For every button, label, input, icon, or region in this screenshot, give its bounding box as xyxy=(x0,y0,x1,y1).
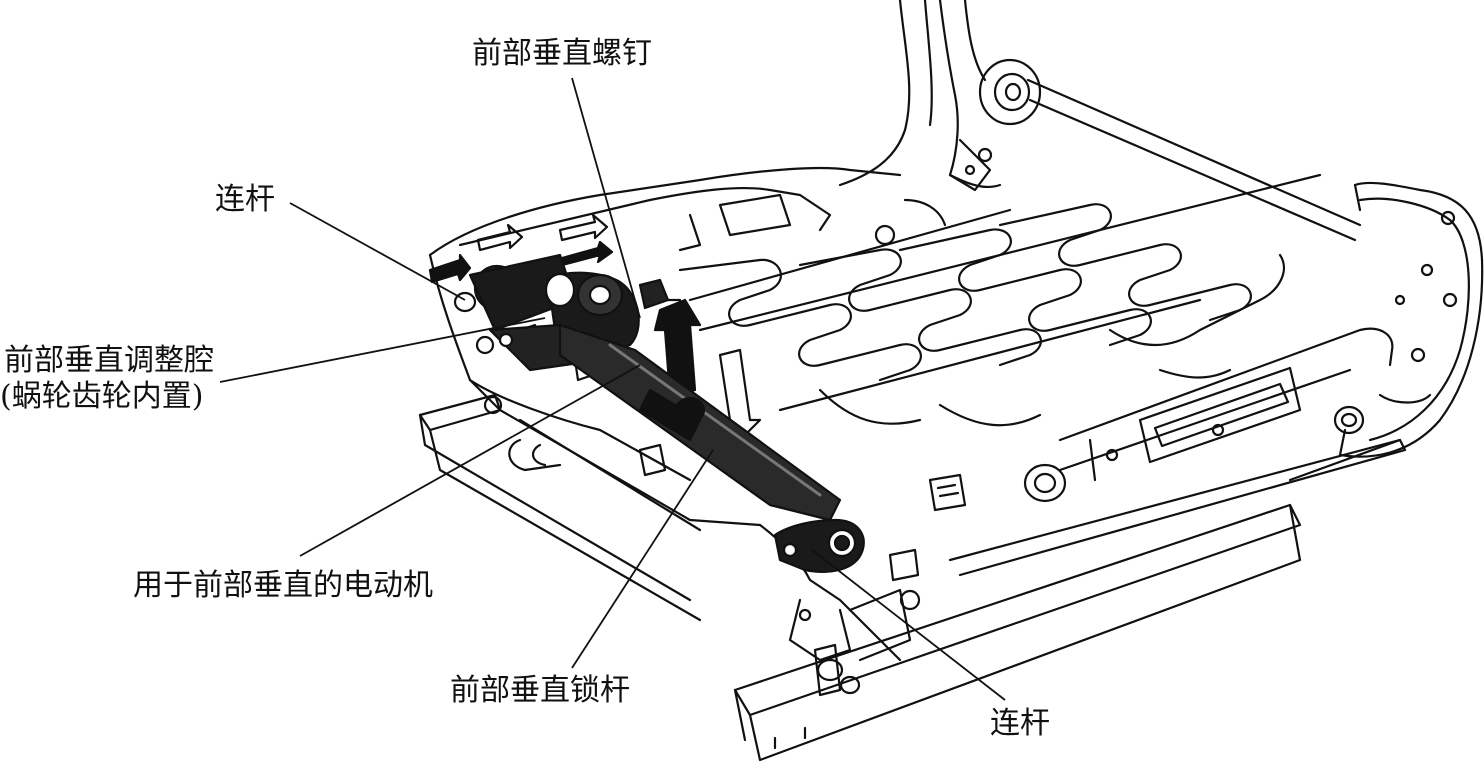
right-link-lever xyxy=(773,518,865,573)
leader-link-left xyxy=(289,202,466,301)
motion-arrows xyxy=(428,213,614,284)
upper-cross-shaft xyxy=(978,58,1362,242)
rear-bush xyxy=(1338,183,1362,457)
leader-lines xyxy=(219,77,1006,701)
pivot-boss xyxy=(928,463,1067,512)
seat-springs xyxy=(678,173,1322,427)
seat-back-frame xyxy=(838,0,1002,192)
leader-link-right xyxy=(811,549,1006,701)
front-cross-frame xyxy=(428,166,947,257)
leader-lock-rod xyxy=(571,449,714,669)
lower-rail xyxy=(733,438,1407,762)
label-front-vertical-motor: 用于前部垂直的电动机 xyxy=(133,568,433,603)
left-guide-rail xyxy=(418,393,702,622)
leader-adjust-cavity xyxy=(219,317,546,383)
leader-front-vertical-screw xyxy=(571,77,641,319)
leader-motor xyxy=(299,364,641,557)
right-main-rail xyxy=(1058,327,1394,482)
label-front-vertical-screw: 前部垂直螺钉 xyxy=(472,36,652,71)
label-adjust-cavity-line1: 前部垂直调整腔 xyxy=(4,343,214,378)
label-front-vertical-lock-rod: 前部垂直锁杆 xyxy=(450,673,630,708)
lock-rod xyxy=(558,323,842,522)
label-link-right: 连杆 xyxy=(990,706,1050,741)
label-adjust-cavity-line2: (蜗轮齿轮内置) xyxy=(0,379,204,414)
right-side-plate xyxy=(1333,181,1484,458)
label-link-left: 连杆 xyxy=(215,182,275,217)
